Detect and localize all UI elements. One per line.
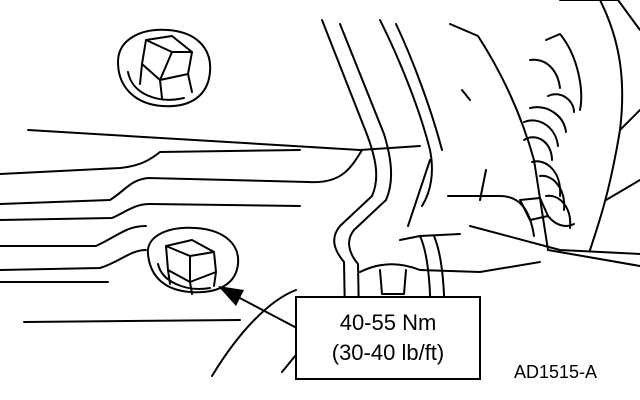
torque-imperial-value: (30-40 lb/ft) — [331, 340, 445, 365]
lower-bolt — [146, 226, 240, 295]
torque-callout: 40-55 Nm (30-40 lb/ft) — [295, 296, 481, 380]
reference-code: AD1515-A — [514, 362, 598, 382]
torque-metric-value: 40-55 Nm — [339, 310, 437, 335]
threaded-feature — [519, 0, 640, 251]
arrowhead — [218, 286, 244, 306]
upper-bolt — [117, 28, 212, 108]
